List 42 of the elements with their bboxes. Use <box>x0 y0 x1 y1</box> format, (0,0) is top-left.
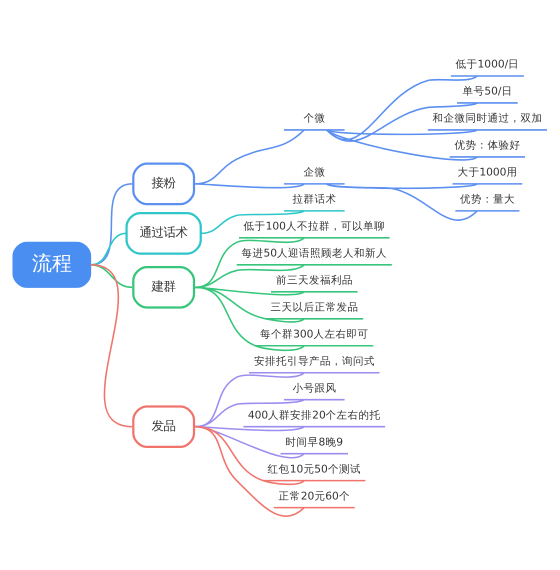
node-text: 正常20元60个 <box>278 489 350 502</box>
node-text: 个微 <box>303 112 326 125</box>
connector <box>326 129 478 136</box>
node-text: 每个群300人左右即可 <box>260 327 368 340</box>
node-text: 时间早8晚9 <box>286 435 344 448</box>
connector <box>326 75 478 140</box>
node-text: 三天以后正常发品 <box>270 300 358 314</box>
node-box: 建群 <box>132 266 196 309</box>
connector <box>90 264 132 288</box>
node-box: 接粉 <box>132 162 196 206</box>
node-text: 优势：量大 <box>460 192 515 206</box>
connector <box>326 183 478 221</box>
node-text: 小号跟风 <box>292 381 336 394</box>
node-text: 每进50人迎语照顾老人和新人 <box>242 246 388 260</box>
connector <box>195 372 305 428</box>
node-box: 流程 <box>12 242 92 288</box>
connector <box>195 183 305 188</box>
node-text: 400人群安排20个左右的托 <box>248 408 381 422</box>
node-box: 发品 <box>132 405 196 448</box>
connector <box>195 286 304 296</box>
connector <box>200 210 305 234</box>
node-box: 通过话术 <box>125 212 202 255</box>
connector <box>195 426 305 517</box>
node-text: 优势：体验好 <box>454 138 520 152</box>
node-text: 单号50/日 <box>462 84 512 98</box>
connector <box>326 129 478 161</box>
node-text: 安排托引导产品，询问式 <box>254 354 375 368</box>
node-text: 企微 <box>303 166 326 179</box>
connector <box>326 102 478 142</box>
node-text: 大于1000用 <box>457 166 518 179</box>
connector <box>90 264 132 428</box>
node-text: 和企微同时通过，双加 <box>432 112 542 125</box>
node-text: 拉群话术 <box>292 192 336 206</box>
node-text: 低于1000/日 <box>456 58 520 71</box>
connector <box>195 286 305 352</box>
connector <box>90 232 127 266</box>
node-text: 红包10元50个测试 <box>268 462 361 476</box>
connector <box>195 399 305 428</box>
connector <box>195 286 305 323</box>
connector <box>326 183 478 190</box>
node-text: 前三天发福利品 <box>276 273 353 286</box>
node-text: 低于100人不拉群，可以单聊 <box>244 220 385 233</box>
